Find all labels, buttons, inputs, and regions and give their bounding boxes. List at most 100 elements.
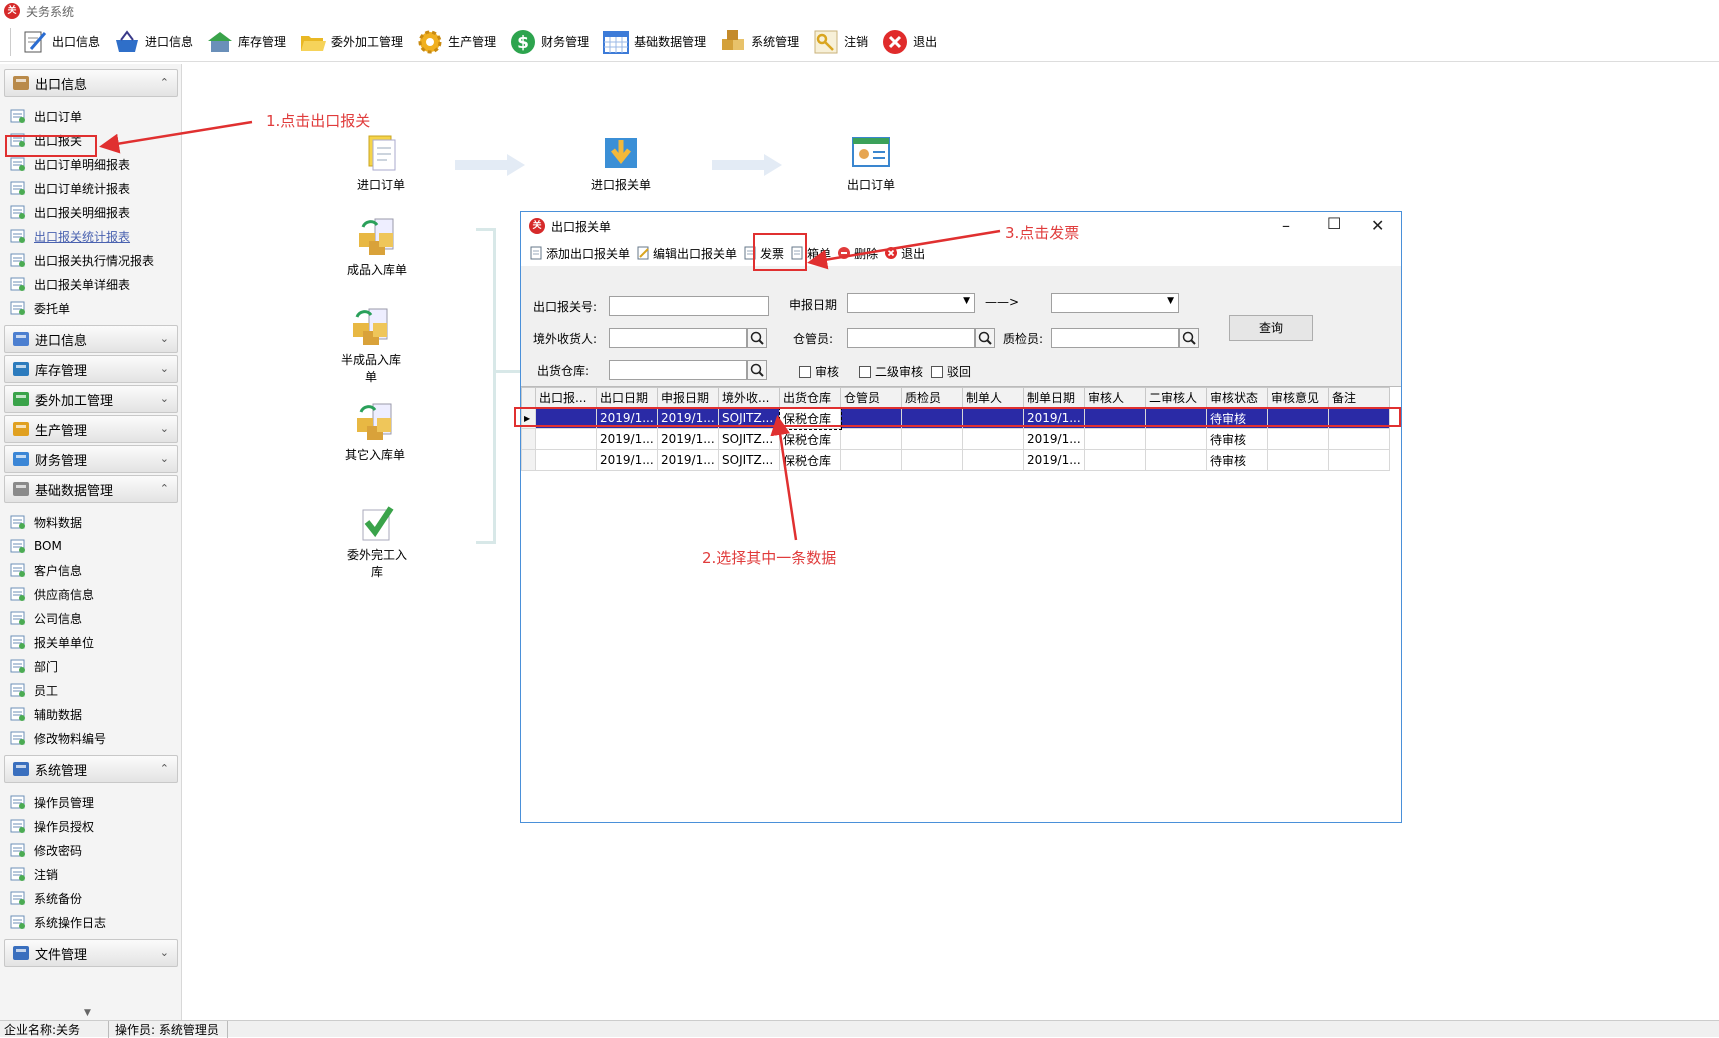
toolbar-notepad-pencil-button[interactable]: 出口信息	[15, 24, 104, 60]
table-cell[interactable]	[962, 449, 1024, 471]
close-icon[interactable]: ✕	[1371, 216, 1385, 235]
sidebar-group-3[interactable]: 委外加工管理⌄	[4, 385, 178, 413]
query-button[interactable]: 查询	[1229, 315, 1313, 341]
table-cell[interactable]	[962, 428, 1024, 450]
flow-node-3[interactable]: 成品入库单	[342, 215, 412, 278]
sidebar-item[interactable]: 辅助数据	[10, 704, 82, 724]
table-cell[interactable]: 2019/1...	[1023, 428, 1085, 450]
flow-node-0[interactable]: 进口订单	[346, 130, 416, 193]
sidebar-group-0[interactable]: 出口信息⌃	[4, 69, 178, 97]
checkbox-1[interactable]: 二级审核	[859, 363, 923, 380]
table-cell[interactable]: SOJITZ...	[718, 428, 780, 450]
sidebar-item[interactable]: 操作员授权	[10, 816, 94, 836]
toolbar-gear-button[interactable]: 生产管理	[411, 24, 500, 60]
sidebar-item[interactable]: 出口订单明细报表	[10, 154, 130, 174]
column-header[interactable]: 出货仓库	[779, 387, 841, 408]
flow-node-4[interactable]: 半成品入库单	[336, 305, 406, 385]
table-cell[interactable]	[1084, 428, 1146, 450]
table-cell[interactable]: 2019/1...	[596, 428, 658, 450]
dialog-add-doc-button[interactable]: 添加出口报关单	[529, 245, 630, 262]
dialog-delete-button[interactable]: 删除	[837, 245, 878, 262]
table-cell[interactable]	[1267, 428, 1329, 450]
sidebar-item[interactable]: 出口订单统计报表	[10, 178, 130, 198]
sidebar-item[interactable]: 出口报关明细报表	[10, 202, 130, 222]
consignee-search-icon[interactable]	[747, 328, 767, 348]
table-cell[interactable]	[901, 428, 963, 450]
table-cell[interactable]: 待审核	[1206, 407, 1268, 429]
toolbar-key-button[interactable]: 注销	[807, 24, 872, 60]
column-header[interactable]: 备注	[1328, 387, 1390, 408]
inspector-search-icon[interactable]	[1179, 328, 1199, 348]
sidebar-item[interactable]: BOM	[10, 536, 62, 556]
checkbox-2[interactable]: 驳回	[931, 363, 971, 380]
flow-node-2[interactable]: 出口订单	[836, 130, 906, 193]
toolbar-calendar-grid-button[interactable]: 基础数据管理	[597, 24, 710, 60]
sidebar-item[interactable]: 物料数据	[10, 512, 82, 532]
flow-node-6[interactable]: 委外完工入库	[342, 500, 412, 580]
sidebar-item[interactable]: 部门	[10, 656, 58, 676]
table-cell[interactable]: 2019/1...	[596, 449, 658, 471]
toolbar-warehouse-button[interactable]: 库存管理	[201, 24, 290, 60]
flow-node-1[interactable]: 进口报关单	[586, 130, 656, 193]
table-cell[interactable]: SOJITZ...	[718, 449, 780, 471]
column-header[interactable]: 境外收...	[718, 387, 780, 408]
table-cell[interactable]: 保税仓库	[779, 428, 841, 450]
inspector-input[interactable]	[1051, 328, 1179, 348]
column-header[interactable]: 出口报...	[535, 387, 597, 408]
checkbox-0[interactable]: 审核	[799, 363, 839, 380]
table-cell[interactable]	[1267, 449, 1329, 471]
sidebar-item[interactable]: 出口报关统计报表	[10, 226, 130, 246]
keeper-input[interactable]	[847, 328, 975, 348]
table-cell[interactable]	[1145, 449, 1207, 471]
table-cell[interactable]	[962, 407, 1024, 429]
column-header[interactable]: 审核状态	[1206, 387, 1268, 408]
table-cell[interactable]: 2019/1...	[1023, 449, 1085, 471]
column-header[interactable]: 出口日期	[596, 387, 658, 408]
table-cell[interactable]	[535, 428, 597, 450]
sidebar-group-7[interactable]: 系统管理⌃	[4, 755, 178, 783]
sidebar-group-8[interactable]: 文件管理⌄	[4, 939, 178, 967]
toolbar-close-circle-button[interactable]: 退出	[876, 24, 941, 60]
table-cell[interactable]	[1328, 449, 1390, 471]
sidebar-item[interactable]: 修改物料编号	[10, 728, 106, 748]
table-cell[interactable]: 2019/1...	[657, 428, 719, 450]
column-header[interactable]: 申报日期	[657, 387, 719, 408]
column-header[interactable]: 质检员	[901, 387, 963, 408]
export-no-input[interactable]	[609, 296, 769, 316]
toolbar-boxes-button[interactable]: 系统管理	[714, 24, 803, 60]
dialog-invoice-doc-button[interactable]: 发票	[743, 245, 784, 262]
sidebar-item[interactable]: 供应商信息	[10, 584, 94, 604]
table-cell[interactable]	[840, 407, 902, 429]
declare-date-to[interactable]: ▼	[1051, 293, 1179, 313]
sidebar-item[interactable]: 报关单单位	[10, 632, 94, 652]
sidebar-group-6[interactable]: 基础数据管理⌃	[4, 475, 178, 503]
sidebar-item[interactable]: 操作员管理	[10, 792, 94, 812]
warehouse-input[interactable]	[609, 360, 747, 380]
table-cell[interactable]	[535, 449, 597, 471]
column-header[interactable]: 审核人	[1084, 387, 1146, 408]
table-cell[interactable]	[1084, 407, 1146, 429]
sidebar-item[interactable]: 公司信息	[10, 608, 82, 628]
column-header[interactable]: 制单人	[962, 387, 1024, 408]
sidebar-item[interactable]: 注销	[10, 864, 58, 884]
sidebar-scroll-chevron-icon[interactable]: ▼	[84, 1008, 91, 1018]
table-cell[interactable]	[1145, 428, 1207, 450]
sidebar-group-5[interactable]: 财务管理⌄	[4, 445, 178, 473]
table-cell[interactable]: 待审核	[1206, 449, 1268, 471]
keeper-search-icon[interactable]	[975, 328, 995, 348]
sidebar-group-1[interactable]: 进口信息⌄	[4, 325, 178, 353]
table-cell[interactable]: 待审核	[1206, 428, 1268, 450]
column-header[interactable]: 审核意见	[1267, 387, 1329, 408]
flow-node-5[interactable]: 其它入库单	[340, 400, 410, 463]
table-cell[interactable]	[1328, 428, 1390, 450]
table-cell[interactable]	[840, 449, 902, 471]
table-cell[interactable]	[1267, 407, 1329, 429]
declare-date-from[interactable]: ▼	[847, 293, 975, 313]
sidebar-item[interactable]: 出口报关	[10, 130, 82, 150]
warehouse-search-icon[interactable]	[747, 360, 767, 380]
sidebar-item[interactable]: 系统操作日志	[10, 912, 106, 932]
table-cell[interactable]: 2019/1...	[657, 407, 719, 429]
toolbar-dollar-button[interactable]: $财务管理	[504, 24, 593, 60]
